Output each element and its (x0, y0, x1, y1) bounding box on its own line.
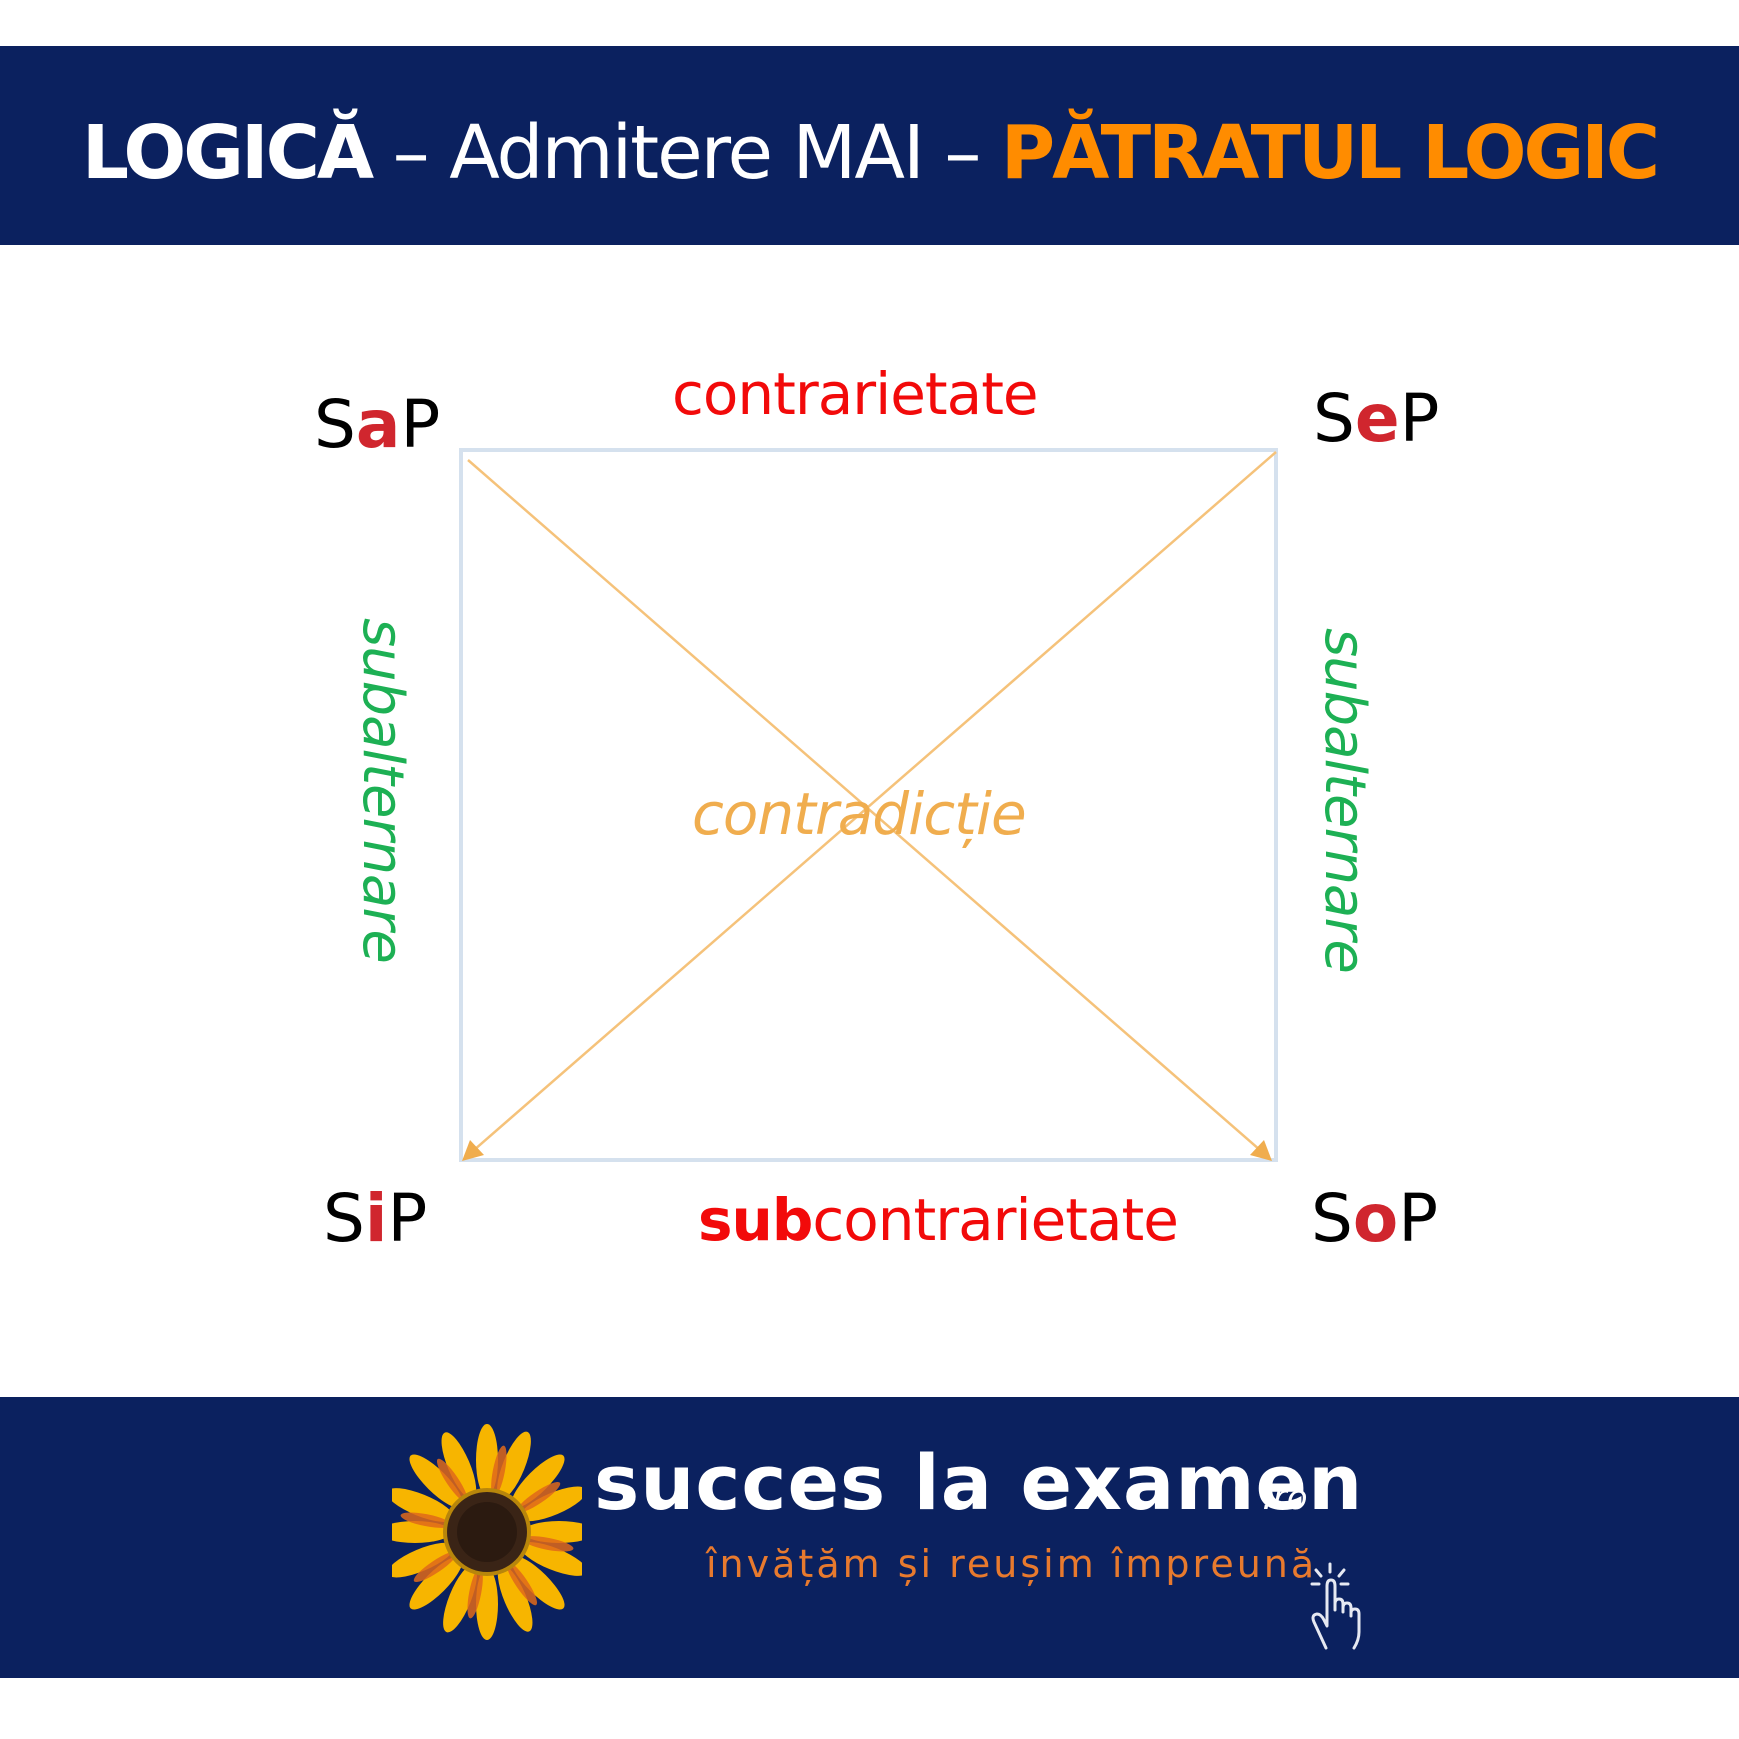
brand-tagline: învățăm și reușim împreună (706, 1542, 1318, 1586)
proposition-sop: SoP (1311, 1180, 1439, 1257)
page-title: LOGICĂ – Admitere MAI – PĂTRATUL LOGIC (0, 108, 1739, 198)
proposition-sep: SeP (1313, 380, 1440, 457)
quantifier-i: i (364, 1180, 388, 1257)
footer-banner (0, 1397, 1739, 1678)
header-banner (0, 46, 1739, 245)
sunflower-logo-icon (392, 1424, 582, 1640)
label-contradictie: contradicție (692, 780, 1027, 848)
quantifier-e: e (1354, 380, 1400, 457)
brand-name: succes la examen (594, 1438, 1364, 1527)
quantifier-a: a (355, 386, 401, 463)
proposition-sip: SiP (323, 1180, 428, 1257)
title-topic: PĂTRATUL LOGIC (1000, 110, 1660, 196)
label-subcontrarietate: subcontrarietate (698, 1186, 1179, 1254)
label-subalternare-right: subalternare (1312, 628, 1377, 973)
label-contrarietate: contrarietate (672, 360, 1039, 428)
pointing-hand-click-icon (1310, 1562, 1361, 1650)
label-subalternare-left: subalternare (350, 618, 415, 963)
label-sub-prefix: sub (698, 1186, 813, 1254)
quantifier-o: o (1352, 1180, 1399, 1257)
brand-domain: .ro (1262, 1478, 1308, 1518)
proposition-sap: SaP (314, 386, 441, 463)
title-context: – Admitere MAI – (371, 110, 1001, 196)
title-subject: LOGICĂ (81, 110, 374, 196)
